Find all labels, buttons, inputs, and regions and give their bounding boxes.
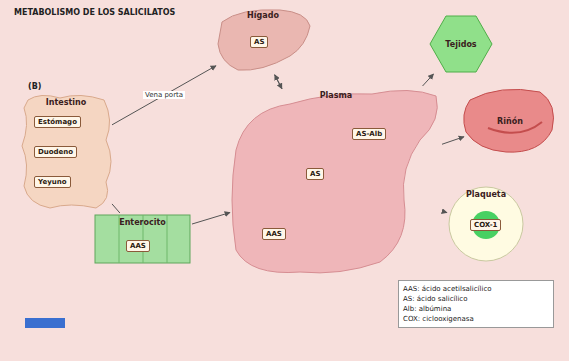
legend-row: AAS: ácido acetilsalicílico <box>403 284 549 294</box>
metabolite-box: AS <box>306 168 324 180</box>
node-text: AS <box>254 38 264 46</box>
connector <box>442 211 447 212</box>
platelet-region: PlaquetaCOX-1 <box>449 187 523 261</box>
node-text: Yeyuno <box>38 178 67 186</box>
node-text: Plasma <box>320 91 353 100</box>
liver-shape <box>218 10 310 70</box>
scale-bar <box>25 318 65 328</box>
legend-text: Alb: albúmina <box>403 304 451 314</box>
node-text: COX-1 <box>474 221 497 229</box>
legend-text: AAS: ácido acetilsalicílico <box>403 284 492 294</box>
connector <box>112 204 120 213</box>
node-text: Estómago <box>38 118 77 126</box>
connector <box>275 75 282 89</box>
platelet-cell <box>449 187 523 261</box>
panel-label: (B) <box>28 82 41 91</box>
enzyme-box: COX-1 <box>470 219 501 231</box>
connector <box>192 213 230 224</box>
legend-row: AS: ácido salicílico <box>403 294 549 304</box>
edge-label: Vena porta <box>143 91 185 99</box>
plasma-region: PlasmaAAS AS AS-Alb <box>232 88 440 273</box>
node-text: AAS <box>130 242 146 250</box>
metabolite-box: AAS <box>262 228 286 240</box>
legend-text: COX: ciclooxigenasa <box>403 314 474 324</box>
node-text: Intestino <box>46 98 86 107</box>
segment-box: Estómago <box>34 116 81 128</box>
node-text: Duodeno <box>38 148 73 156</box>
liver-region: HígadoAS <box>218 8 308 70</box>
kidney-region: Riñón <box>466 90 554 152</box>
node-text: AAS <box>266 230 282 238</box>
legend-row: Alb: albúmina <box>403 304 549 314</box>
plasma-organ <box>232 90 437 272</box>
tissue-hexagon <box>430 16 492 72</box>
connector <box>112 66 216 125</box>
connector <box>423 74 434 86</box>
connector <box>442 137 464 145</box>
tissue-region: Tejidos <box>430 16 492 72</box>
node-text: Tejidos <box>445 40 476 49</box>
node-text: AS <box>310 170 320 178</box>
segment-box: Yeyuno <box>34 176 71 188</box>
node-text: Enterocito <box>119 218 166 227</box>
cell-divisions <box>119 215 167 263</box>
node-text: Riñón <box>497 117 523 126</box>
connector <box>275 75 282 89</box>
node-text: AS-Alb <box>356 130 382 138</box>
metabolite-box: AS <box>250 36 268 48</box>
metabolite-box: AAS <box>126 240 150 252</box>
enterocyte-band <box>95 215 190 263</box>
diagram-title: METABOLISMO DE LOS SALICILATOS <box>14 8 175 17</box>
legend-box: AAS: ácido acetilsalicílicoAS: ácido sal… <box>398 280 554 328</box>
intestine-region: IntestinoEstómagoDuodenoYeyuno <box>22 95 110 207</box>
platelet-core <box>472 211 500 239</box>
enterocyte-region: EnterocitoAAS <box>95 215 190 263</box>
node-text: Hígado <box>247 11 279 20</box>
segment-box: Duodeno <box>34 146 77 158</box>
kidney-shape <box>464 89 554 152</box>
intestine-shape <box>22 95 111 208</box>
legend-row: COX: ciclooxigenasa <box>403 314 549 324</box>
legend-text: AS: ácido salicílico <box>403 294 468 304</box>
metabolite-box: AS-Alb <box>352 128 386 140</box>
node-text: Plaqueta <box>466 190 506 199</box>
